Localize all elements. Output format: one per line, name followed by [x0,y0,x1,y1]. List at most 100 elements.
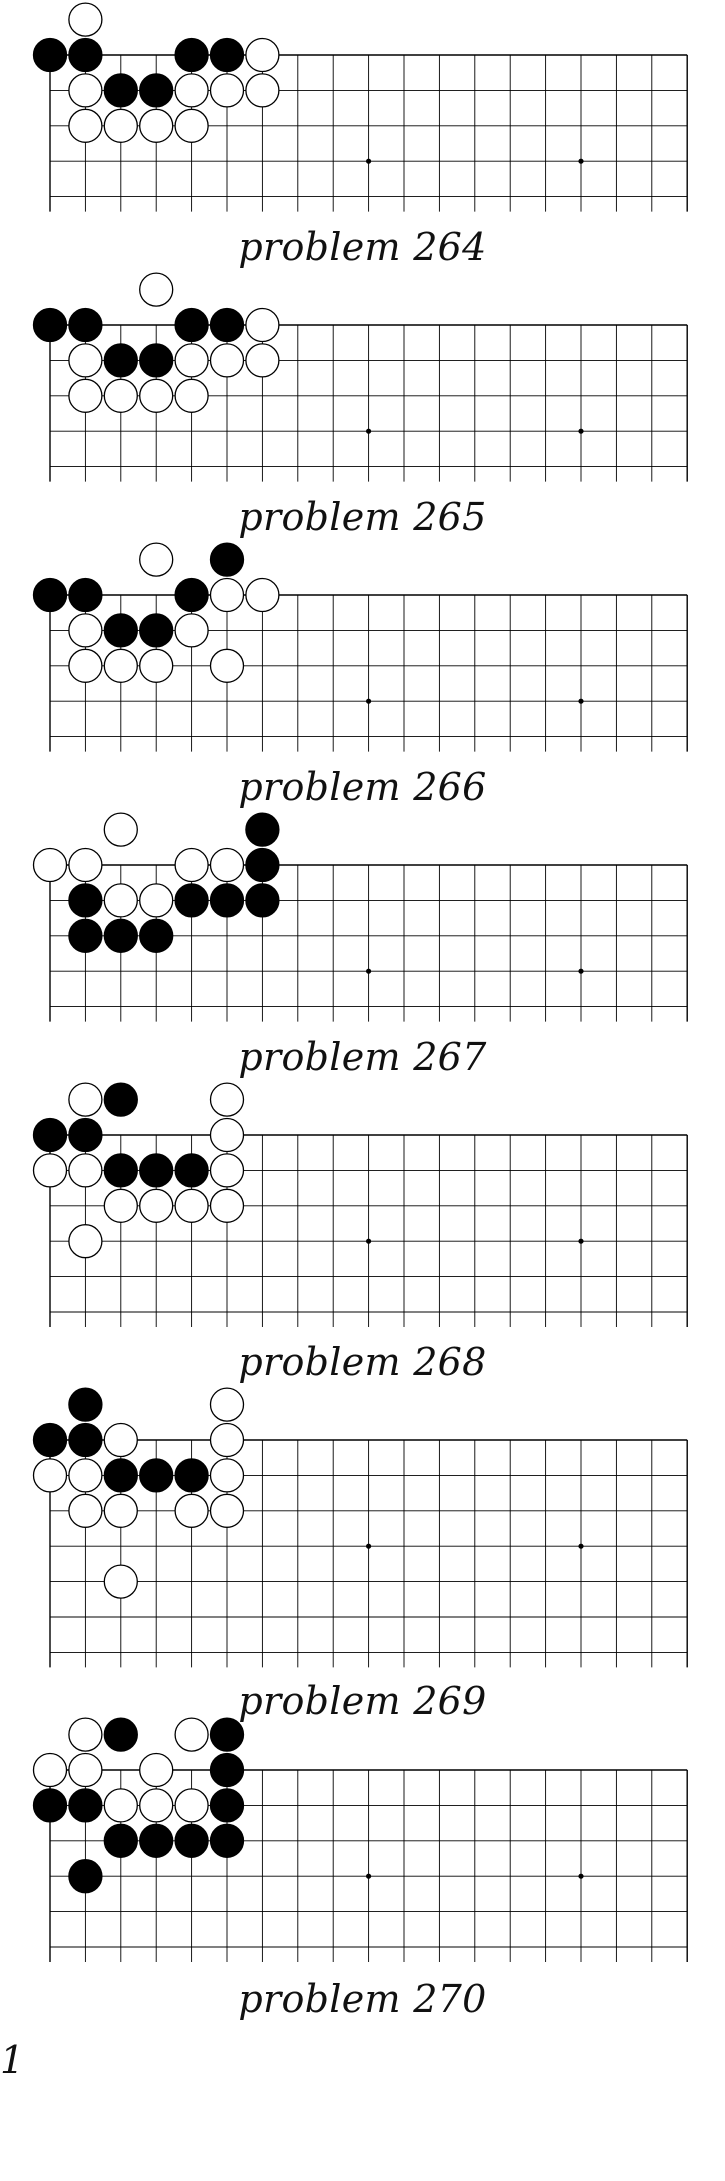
caption-text: problem 266 [238,765,487,809]
white-stone [209,1082,245,1117]
white-stone [245,73,280,108]
hoshi-point [366,698,372,704]
white-stone [174,73,209,108]
problem-caption: problem 269 [0,1679,725,1723]
white-stone [174,613,209,648]
black-stone [139,343,174,378]
white-stone [139,272,174,307]
white-stone [174,378,209,413]
black-stone [68,918,103,953]
white-stone [103,1564,138,1599]
white-stone [68,1717,103,1752]
white-stone [209,1493,245,1528]
black-stone [68,1422,103,1458]
black-stone [209,1788,245,1823]
white-stone [103,648,138,683]
white-stone [68,378,103,413]
white-stone [209,1422,245,1458]
black-stone [209,542,245,577]
hoshi-point [578,428,584,434]
black-stone [68,37,103,73]
white-stone [68,108,103,143]
white-stone [139,883,174,918]
white-stone [139,108,174,143]
black-stone [139,1458,174,1493]
white-stone [139,648,174,683]
black-stone [174,1458,209,1493]
go-board-265 [32,272,688,482]
white-stone [245,577,280,613]
black-stone [103,1082,138,1117]
black-stone [32,307,68,343]
white-stone [245,343,280,378]
white-stone [139,542,174,577]
white-stone [209,1387,245,1422]
black-stone [103,613,138,648]
white-stone [209,1188,245,1223]
black-stone [103,1717,138,1752]
white-stone [103,883,138,918]
white-stone [103,1788,138,1823]
white-stone [139,378,174,413]
white-stone [209,847,245,883]
black-stone [209,1752,245,1788]
caption-text: problem 267 [238,1035,487,1079]
problem-caption: problem 268 [0,1340,725,1384]
white-stone [68,1752,103,1788]
black-stone [32,1422,68,1458]
white-stone [68,343,103,378]
hoshi-point [578,968,584,974]
white-stone [68,73,103,108]
white-stone [209,1458,245,1493]
black-stone [139,613,174,648]
black-stone [245,812,280,847]
white-stone [68,847,103,883]
white-stone [32,1153,68,1188]
caption-text: problem 268 [238,1340,487,1384]
black-stone [174,1823,209,1858]
black-stone [32,1788,68,1823]
black-stone [68,1117,103,1153]
hoshi-point [578,1543,584,1549]
white-stone [103,378,138,413]
white-stone [32,1458,68,1493]
white-stone [103,108,138,143]
black-stone [68,577,103,613]
hoshi-point [366,968,372,974]
white-stone [174,108,209,143]
black-stone [245,847,280,883]
white-stone [139,1788,174,1823]
page-number: 1 [0,2038,25,2082]
white-stone [32,1752,68,1788]
white-stone [103,1188,138,1223]
black-stone [103,1823,138,1858]
black-stone [32,1117,68,1153]
white-stone [245,37,280,73]
white-stone [209,343,245,378]
white-stone [68,1224,103,1259]
caption-text: problem 269 [238,1679,487,1723]
black-stone [174,37,209,73]
black-stone [103,1458,138,1493]
black-stone [103,1153,138,1188]
black-stone [103,918,138,953]
white-stone [209,1117,245,1153]
problem-caption: problem 264 [0,225,725,269]
black-stone [209,1717,245,1752]
black-stone [139,1823,174,1858]
black-stone [68,883,103,918]
black-stone [103,343,138,378]
hoshi-point [578,1238,584,1244]
white-stone [174,847,209,883]
white-stone [174,1788,209,1823]
go-board-266 [32,542,688,752]
black-stone [245,883,280,918]
go-board-264 [32,2,688,212]
white-stone [103,1422,138,1458]
black-stone [139,73,174,108]
black-stone [103,73,138,108]
caption-text: problem 265 [238,495,487,539]
white-stone [209,577,245,613]
white-stone [174,1188,209,1223]
hoshi-point [366,1543,372,1549]
